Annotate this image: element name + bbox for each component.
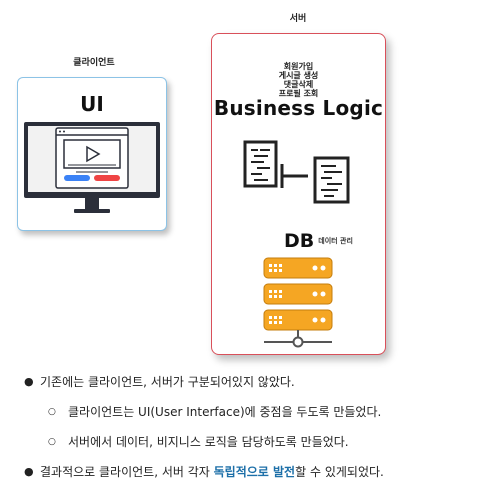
db-title: DB <box>284 230 315 252</box>
ui-red-button <box>94 175 120 181</box>
server-heading: 서버 <box>289 14 307 24</box>
client-card: UI <box>17 77 167 231</box>
code-documents-icon <box>243 140 350 204</box>
bullet-dot-icon: ● <box>24 465 34 478</box>
list-item: ● 기존에는 클라이언트, 서버가 구분되어있지 않았다. <box>24 371 494 401</box>
server-card: 회원가입 게시글 생성 댓글삭제 프로필 조회 Business Logic D… <box>211 33 386 355</box>
list-item-text: 결과적으로 클라이언트, 서버 각자 독립적으로 발전할 수 있게되었다. <box>40 461 384 483</box>
ui-title: UI <box>80 92 104 116</box>
text-segment: 결과적으로 클라이언트, 서버 각자 <box>40 465 214 479</box>
list-item-text: 서버에서 데이터, 비지니스 로직을 담당하도록 만들었다. <box>68 435 349 449</box>
text-segment: 할 수 있게되었다. <box>295 465 384 479</box>
monitor-icon <box>24 122 160 213</box>
list-item-text: 기존에는 클라이언트, 서버가 구분되어있지 않았다. <box>40 375 295 389</box>
bullet-circle-icon: ○ <box>48 407 56 417</box>
list-item: ● 결과적으로 클라이언트, 서버 각자 독립적으로 발전할 수 있게되었다. <box>24 461 494 491</box>
bullet-circle-icon: ○ <box>48 437 56 447</box>
list-item: ○ 서버에서 데이터, 비지니스 로직을 담당하도록 만들었다. <box>24 431 494 461</box>
feature-item: 회원가입 <box>283 62 314 71</box>
ui-blue-button <box>64 175 90 181</box>
feature-list: 회원가입 게시글 생성 댓글삭제 프로필 조회 <box>212 62 385 98</box>
list-item-text: 클라이언트는 UI(User Interface)에 중점을 두도록 만들었다. <box>68 405 382 419</box>
notes-list: ● 기존에는 클라이언트, 서버가 구분되어있지 않았다. ○ 클라이언트는 U… <box>24 371 494 491</box>
highlighted-text: 독립적으로 발전 <box>213 465 296 479</box>
feature-item: 프로필 조회 <box>278 89 319 98</box>
feature-item: 게시글 생성 <box>278 71 319 80</box>
list-item: ○ 클라이언트는 UI(User Interface)에 중점을 두도록 만들었… <box>24 401 494 431</box>
server-rack-icon <box>263 257 333 348</box>
bullet-dot-icon: ● <box>24 375 34 388</box>
db-subtitle: 데이터 관리 <box>318 237 353 245</box>
business-logic-title: Business Logic <box>213 96 384 120</box>
client-heading: 클라이언트 <box>73 58 115 68</box>
feature-item: 댓글삭제 <box>283 80 314 89</box>
